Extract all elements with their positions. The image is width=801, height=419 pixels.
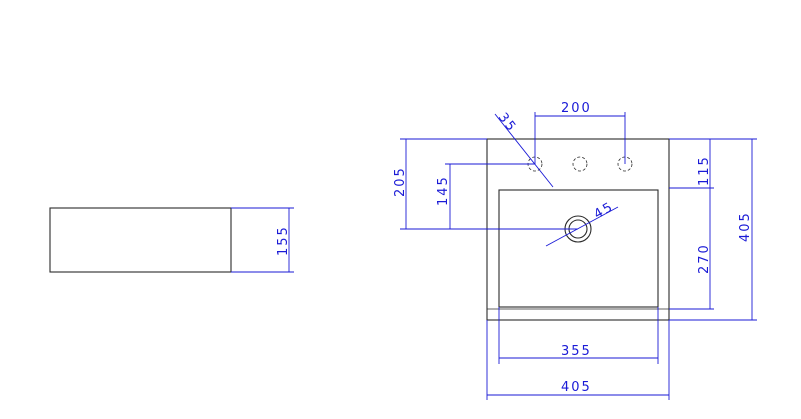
drain-leader xyxy=(545,206,619,247)
tap-hole-diameter-label: 35 xyxy=(495,110,519,135)
side-view: 155 xyxy=(49,207,294,273)
dim-405h-label: 405 xyxy=(561,380,592,395)
side-height-label: 155 xyxy=(276,225,291,256)
tap-hole-center xyxy=(572,156,588,172)
dim-145-label: 145 xyxy=(436,175,451,206)
top-view: 200 35 45 205 145 405 115 270 355 xyxy=(393,101,757,400)
basin-side-profile xyxy=(49,207,232,273)
tap-hole-leader xyxy=(494,113,554,188)
dim-405v-label: 405 xyxy=(738,211,753,242)
dim-270-label: 270 xyxy=(697,243,712,274)
tap-spacing-label: 200 xyxy=(561,101,592,116)
basin-bowl-outline xyxy=(498,189,659,308)
dim-355-label: 355 xyxy=(561,344,592,359)
basin-outer-outline xyxy=(486,138,670,321)
dim-115-label: 115 xyxy=(697,155,712,186)
dim-205-label: 205 xyxy=(393,166,408,197)
